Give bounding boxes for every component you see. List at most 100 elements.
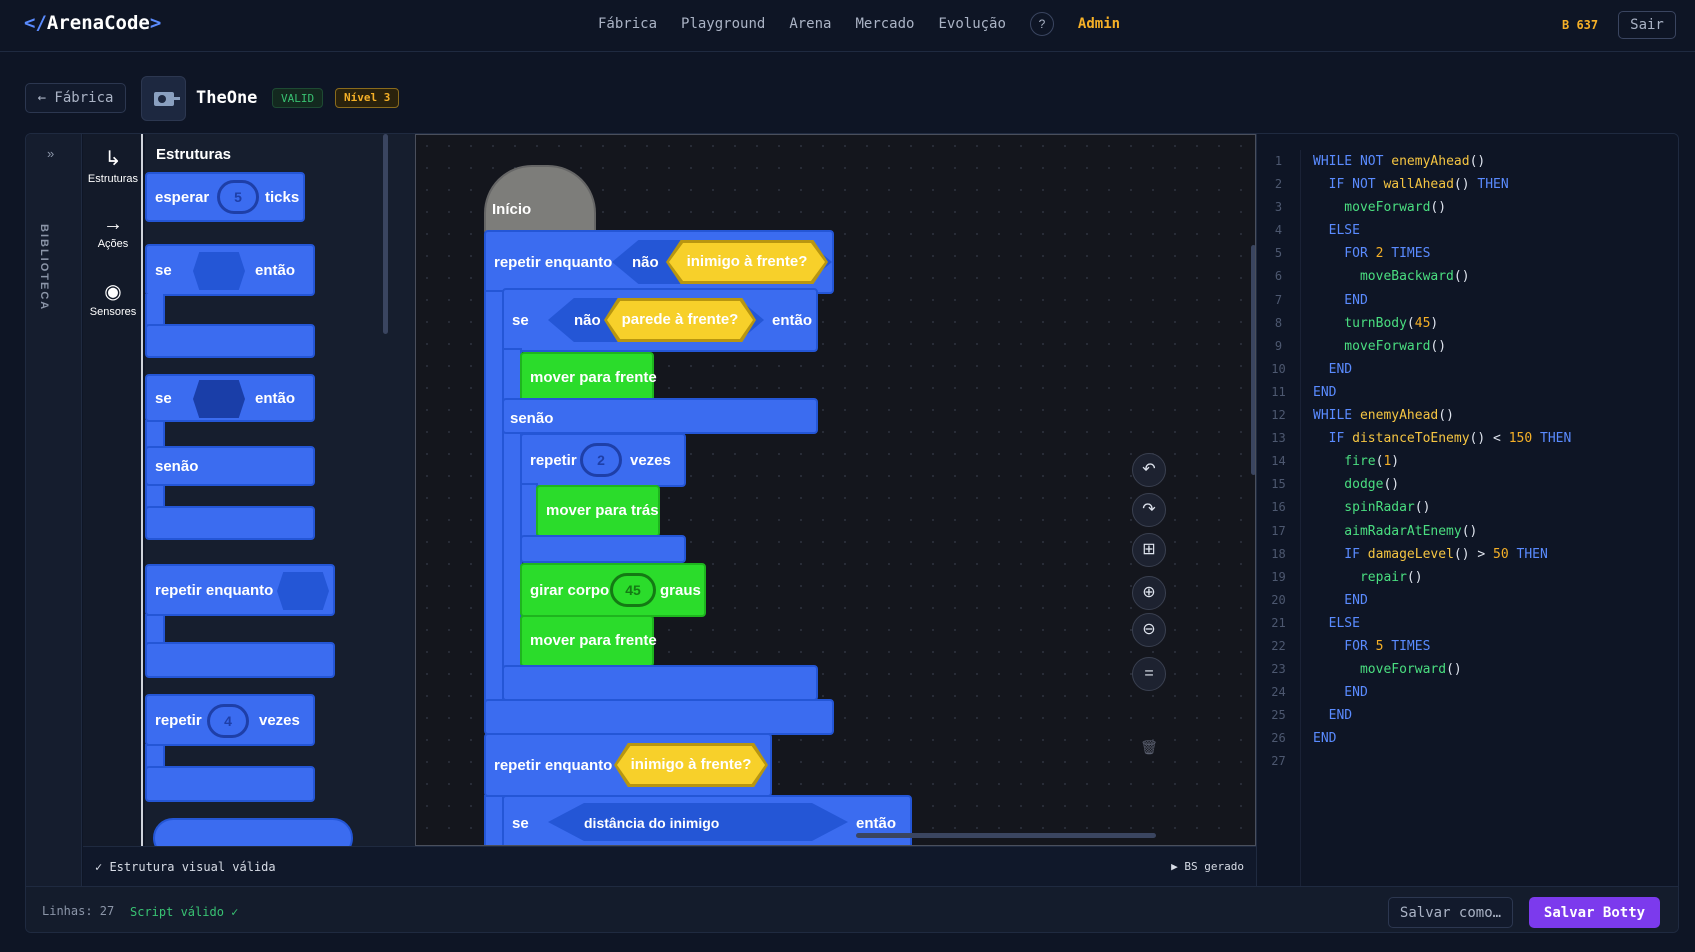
save-as-button[interactable]: Salvar como… <box>1388 897 1513 928</box>
code-token: FOR <box>1313 246 1376 262</box>
code-line[interactable]: WHILE NOT enemyAhead() <box>1313 150 1571 173</box>
code-token: ( <box>1375 454 1384 470</box>
reset-zoom-icon[interactable]: = <box>1132 657 1166 691</box>
code-token: () <box>1406 569 1423 585</box>
comparison-slot[interactable] <box>548 803 848 841</box>
undo-icon[interactable]: ↶ <box>1132 453 1166 487</box>
code-line[interactable]: moveForward() <box>1313 335 1571 358</box>
workspace-horizontal-scrollbar[interactable] <box>856 833 1156 838</box>
code-line[interactable]: turnBody(45) <box>1313 312 1571 335</box>
code-line[interactable]: IF damageLevel() > 50 THEN <box>1313 543 1571 566</box>
app-logo[interactable]: </ArenaCode> <box>24 12 162 34</box>
code-line[interactable]: IF distanceToEnemy() < 150 THEN <box>1313 427 1572 450</box>
repeat-value-input[interactable]: 4 <box>207 704 249 738</box>
category-sensores[interactable]: ◉ Sensores <box>83 279 143 318</box>
turn-body-block[interactable]: girar corpo 45 graus <box>520 563 706 617</box>
code-line[interactable] <box>1313 750 1571 773</box>
nav-fabrica[interactable]: Fábrica <box>598 16 658 32</box>
while-enemy-block[interactable]: repetir enquanto inimigo à frente? <box>484 733 772 797</box>
line-number: 22 <box>1271 638 1286 653</box>
enemy-ahead-sensor[interactable]: inimigo à frente? <box>669 243 825 281</box>
condition-slot[interactable] <box>193 380 245 418</box>
if-else-block[interactable]: se não parede à frente? então <box>502 288 818 352</box>
block-workspace[interactable]: Início repetir enquanto não inimigo à fr… <box>415 134 1256 846</box>
workspace-status-bar: ✓ Estrutura visual válida ▶ BS gerado <box>83 846 1256 886</box>
repeat-block[interactable]: repetir 2 vezes <box>520 433 686 487</box>
code-line[interactable]: fire(1) <box>1313 450 1571 473</box>
code-line[interactable]: dodge() <box>1313 473 1571 496</box>
expand-chevron-icon[interactable]: » <box>47 146 55 161</box>
palette-if-block[interactable]: se então <box>145 244 315 296</box>
fit-grid-icon[interactable]: ⊞ <box>1132 533 1166 567</box>
code-line[interactable]: END <box>1313 289 1571 312</box>
wait-value-input[interactable]: 5 <box>217 180 259 214</box>
zoom-out-icon[interactable]: ⊖ <box>1132 613 1166 647</box>
code-line[interactable]: ELSE <box>1313 219 1571 242</box>
start-hat-block[interactable]: Início <box>484 165 596 235</box>
code-line[interactable]: repair() <box>1313 566 1571 589</box>
code-line[interactable]: FOR 5 TIMES <box>1313 635 1571 658</box>
trash-icon[interactable]: 🗑 <box>1140 739 1158 755</box>
category-acoes[interactable]: → Ações <box>83 213 143 250</box>
code-line[interactable]: moveForward() <box>1313 658 1571 681</box>
palette-if-else-block[interactable]: se então <box>145 374 315 422</box>
code-line[interactable]: spinRadar() <box>1313 496 1571 519</box>
nav-mercado[interactable]: Mercado <box>855 16 915 32</box>
help-icon[interactable]: ? <box>1029 12 1054 36</box>
move-backward-block[interactable]: mover para trás <box>536 485 660 537</box>
if-distance-block[interactable]: se distância do inimigo então <box>502 795 912 845</box>
code-line[interactable]: FOR 2 TIMES <box>1313 242 1571 265</box>
code-token: damageLevel <box>1367 546 1454 562</box>
code-token: moveForward <box>1313 200 1431 216</box>
line-number: 19 <box>1271 569 1286 584</box>
repeat-count-input[interactable]: 2 <box>580 443 622 477</box>
nav-playground[interactable]: Playground <box>681 16 766 32</box>
else-label: senão <box>510 410 554 427</box>
code-line[interactable]: WHILE enemyAhead() <box>1313 404 1571 427</box>
palette-scrollbar[interactable] <box>383 134 388 334</box>
code-line[interactable]: END <box>1313 681 1571 704</box>
condition-slot[interactable] <box>193 252 245 290</box>
move-forward-block[interactable]: mover para frente <box>520 352 657 404</box>
line-number: 5 <box>1274 246 1283 261</box>
palette-while-block[interactable]: repetir enquanto <box>145 564 335 616</box>
code-line[interactable]: ELSE <box>1313 612 1571 635</box>
redo-icon[interactable]: ↷ <box>1132 493 1166 527</box>
code-line[interactable]: moveForward() <box>1313 196 1571 219</box>
palette-partial-block[interactable] <box>153 818 353 846</box>
enemy-ahead-sensor[interactable]: inimigo à frente? <box>617 746 765 784</box>
code-line[interactable]: END <box>1313 381 1571 404</box>
workspace-vertical-scrollbar[interactable] <box>1251 245 1255 475</box>
palette-repeat-block[interactable]: repetir 4 vezes <box>145 694 315 746</box>
nav-arena[interactable]: Arena <box>789 16 832 32</box>
category-label: Ações <box>97 238 129 250</box>
code-line[interactable]: END <box>1313 589 1571 612</box>
line-number: 6 <box>1274 269 1283 284</box>
code-token: 150 <box>1508 431 1533 447</box>
category-estruturas[interactable]: ↳ Estruturas <box>83 146 143 185</box>
line-number: 8 <box>1274 315 1283 330</box>
code-lines[interactable]: WHILE NOT enemyAhead() IF NOT wallAhead(… <box>1313 150 1571 774</box>
code-line[interactable]: END <box>1313 704 1571 727</box>
move-forward-block[interactable]: mover para frente <box>520 615 657 667</box>
condition-slot[interactable] <box>277 572 329 610</box>
save-botty-button[interactable]: Salvar Botty <box>1529 897 1660 928</box>
distance-sensor[interactable]: distância do inimigo <box>584 815 720 831</box>
turn-degrees-input[interactable]: 45 <box>610 573 656 607</box>
while-not-enemy-block[interactable]: repetir enquanto não inimigo à frente? <box>484 230 834 294</box>
code-line[interactable]: END <box>1313 358 1571 381</box>
logout-button[interactable]: Sair <box>1618 11 1676 39</box>
code-line[interactable]: END <box>1313 727 1571 750</box>
wall-ahead-sensor[interactable]: parede à frente? <box>607 301 753 339</box>
library-collapse-rail[interactable]: » BIBLIOTECA <box>26 134 82 886</box>
code-line[interactable]: IF NOT wallAhead() THEN <box>1313 173 1571 196</box>
nav-evolucao[interactable]: Evolução <box>938 16 1006 32</box>
palette-wait-block[interactable]: esperar 5 ticks <box>145 172 305 222</box>
back-to-fabrica-button[interactable]: ← Fábrica <box>25 83 126 113</box>
zoom-in-icon[interactable]: ⊕ <box>1132 576 1166 610</box>
nav-admin[interactable]: Admin <box>1077 16 1121 32</box>
code-token: 5 <box>1375 638 1384 654</box>
code-line[interactable]: aimRadarAtEnemy() <box>1313 520 1571 543</box>
code-line[interactable]: moveBackward() <box>1313 265 1571 288</box>
